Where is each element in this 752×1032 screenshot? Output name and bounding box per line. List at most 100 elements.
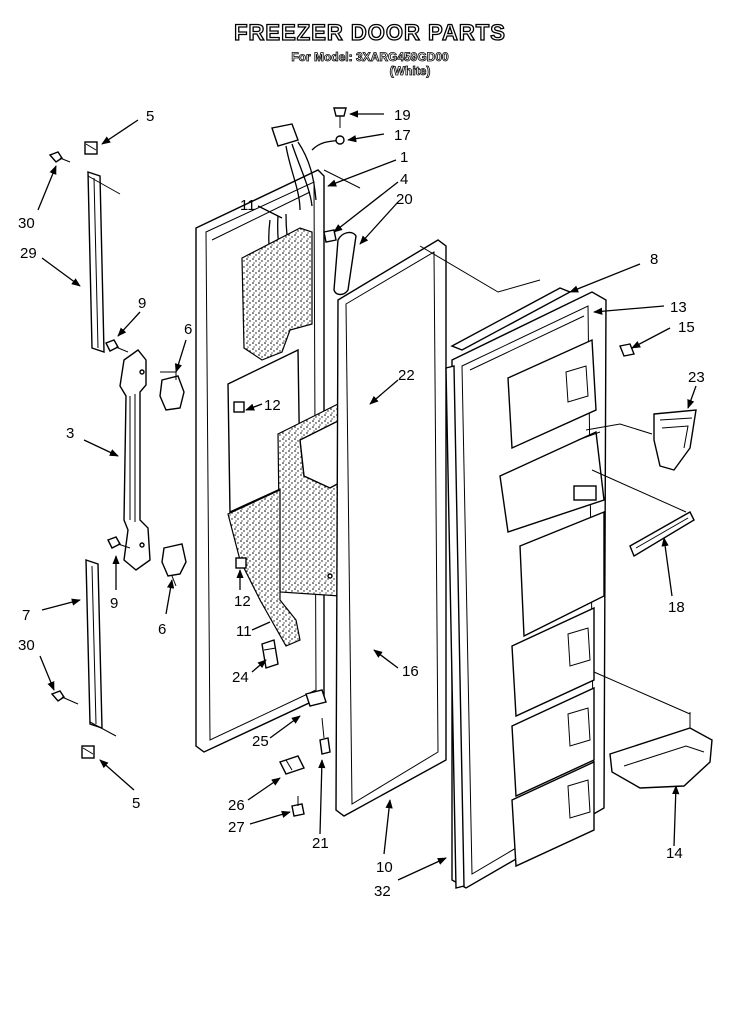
connector-line-2 bbox=[419, 245, 541, 293]
shelf-retainer-bar bbox=[629, 511, 695, 558]
callout-11-lower: 11 bbox=[236, 623, 252, 640]
leader-6-lower bbox=[165, 579, 175, 615]
leader-8 bbox=[569, 263, 641, 293]
callout-29: 29 bbox=[20, 245, 37, 262]
leader-4 bbox=[333, 181, 399, 233]
callout-22: 22 bbox=[398, 367, 415, 384]
callout-19: 19 bbox=[394, 107, 411, 124]
leader-5-upper bbox=[101, 119, 139, 145]
callout-6-upper: 6 bbox=[184, 321, 192, 338]
ice-chute-opening bbox=[499, 430, 605, 533]
leader-7 bbox=[41, 598, 81, 611]
callout-30-upper: 30 bbox=[18, 215, 35, 232]
leader-16 bbox=[373, 649, 399, 669]
door-bottom-screw bbox=[319, 717, 331, 755]
leader-29 bbox=[41, 257, 81, 287]
callout-26: 26 bbox=[228, 797, 245, 814]
leader-24 bbox=[251, 659, 267, 673]
leader-30-lower bbox=[39, 655, 55, 691]
callout-5-upper: 5 bbox=[146, 108, 154, 125]
leader-11-lower bbox=[251, 621, 271, 631]
connector-line-1 bbox=[323, 169, 361, 189]
leader-20 bbox=[359, 201, 399, 245]
leader-1 bbox=[327, 159, 397, 187]
callout-30-lower: 30 bbox=[18, 637, 35, 654]
breaker-strip bbox=[445, 365, 465, 889]
callout-27: 27 bbox=[228, 819, 245, 836]
leader-11-upper bbox=[257, 205, 283, 219]
shelf-lower bbox=[511, 686, 595, 798]
lower-door-trim-strip bbox=[85, 559, 117, 737]
leader-27 bbox=[249, 810, 291, 825]
connector-line-4 bbox=[591, 469, 687, 513]
callout-4: 4 bbox=[400, 171, 408, 188]
hinge-bracket bbox=[279, 755, 305, 775]
leader-10 bbox=[383, 799, 393, 855]
model-color: (White) bbox=[389, 64, 431, 79]
callout-9-upper: 9 bbox=[138, 295, 146, 312]
handle-screw-upper bbox=[105, 339, 129, 353]
leader-32 bbox=[397, 857, 447, 881]
callout-10: 10 bbox=[376, 859, 393, 876]
callout-12-lower: 12 bbox=[234, 593, 251, 610]
leader-18 bbox=[661, 537, 673, 597]
callout-32: 32 bbox=[374, 883, 391, 900]
callout-20: 20 bbox=[396, 191, 413, 208]
handle-end-cap-upper bbox=[159, 371, 185, 411]
callout-16: 16 bbox=[402, 663, 419, 680]
lower-hinge-screw bbox=[50, 690, 79, 705]
callout-3: 3 bbox=[66, 425, 74, 442]
top-screw bbox=[333, 107, 347, 128]
leader-3 bbox=[83, 439, 119, 457]
callout-9-lower: 9 bbox=[110, 595, 118, 612]
callout-6-lower: 6 bbox=[158, 621, 166, 638]
leader-9-upper bbox=[117, 311, 141, 337]
door-cap-screw bbox=[323, 229, 337, 243]
leader-21 bbox=[318, 759, 326, 835]
callout-15: 15 bbox=[678, 319, 695, 336]
callout-23: 23 bbox=[688, 369, 705, 386]
door-bin bbox=[609, 712, 713, 789]
leader-13 bbox=[593, 305, 665, 315]
handle-screw-lower bbox=[107, 536, 131, 549]
callout-8: 8 bbox=[650, 251, 658, 268]
callout-17: 17 bbox=[394, 127, 411, 144]
connector-line-5 bbox=[593, 671, 691, 715]
upper-insulation-foam bbox=[241, 227, 313, 361]
callout-24: 24 bbox=[232, 669, 249, 686]
leader-23 bbox=[687, 385, 697, 409]
callout-11-upper: 11 bbox=[240, 197, 256, 214]
door-handle bbox=[119, 349, 151, 571]
leader-22 bbox=[369, 379, 399, 405]
shelf-middle bbox=[511, 606, 595, 718]
page-title: FREEZER DOOR PARTS bbox=[233, 19, 506, 45]
callout-18: 18 bbox=[668, 599, 685, 616]
lower-mounting-clip bbox=[235, 557, 247, 569]
water-tube bbox=[333, 231, 357, 296]
leader-17 bbox=[347, 133, 385, 143]
door-gasket bbox=[335, 239, 447, 817]
model-number: For Model: 3XARG459GD00 bbox=[291, 50, 449, 65]
upper-hinge-screw bbox=[48, 151, 71, 163]
handle-end-cap-lower bbox=[161, 543, 187, 587]
connector-line-3 bbox=[585, 423, 653, 435]
shelf-upper bbox=[507, 338, 597, 450]
leader-6-upper bbox=[174, 339, 187, 373]
leader-15 bbox=[631, 327, 671, 349]
callout-12-upper: 12 bbox=[264, 397, 281, 414]
leader-26 bbox=[247, 777, 281, 801]
liner-screw bbox=[619, 343, 635, 357]
upper-hinge-cover bbox=[84, 141, 98, 155]
callout-21: 21 bbox=[312, 835, 329, 852]
door-stop-bracket bbox=[305, 689, 327, 707]
callout-1: 1 bbox=[400, 149, 408, 166]
callout-14: 14 bbox=[666, 845, 683, 862]
lower-hinge-cover bbox=[81, 745, 95, 759]
ice-chute-door bbox=[653, 409, 697, 471]
leader-14 bbox=[672, 785, 680, 847]
leader-lines bbox=[37, 110, 697, 881]
callout-25: 25 bbox=[252, 733, 269, 750]
callout-5-lower: 5 bbox=[132, 795, 140, 812]
